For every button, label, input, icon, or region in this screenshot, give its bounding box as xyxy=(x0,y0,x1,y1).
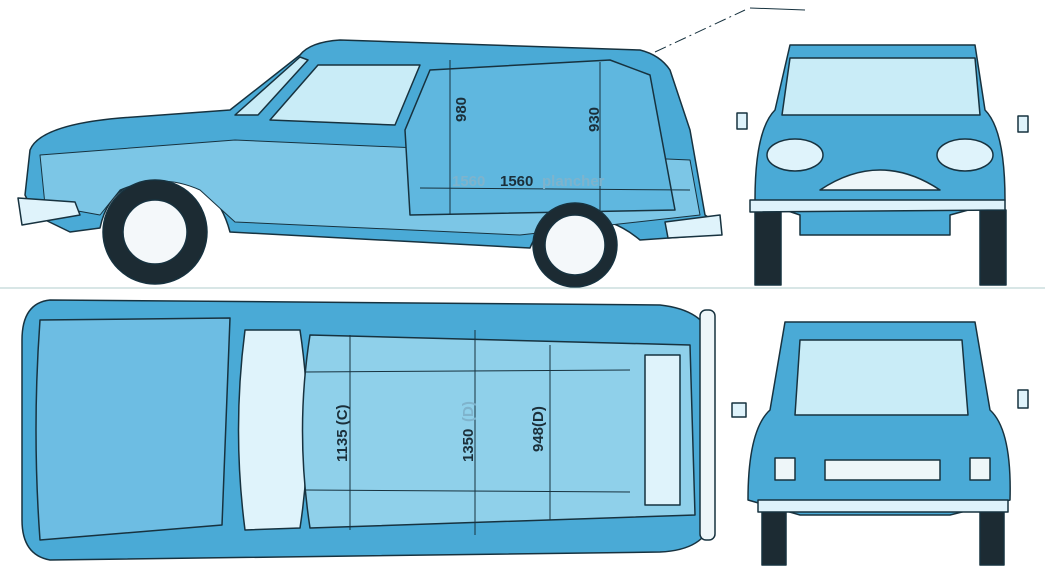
side-window-quarter xyxy=(234,56,309,116)
front-wheel xyxy=(122,199,188,265)
side-cargo-panel xyxy=(404,59,676,216)
tail-light-right xyxy=(969,457,991,481)
dim-height-rear: 930 xyxy=(586,107,603,132)
mirror-left xyxy=(736,112,748,130)
side-window-front xyxy=(269,64,421,126)
dim-width-c: 1135 (C) xyxy=(334,404,351,462)
top-rear-window xyxy=(644,354,681,506)
front-view xyxy=(736,44,1029,286)
dim-width-d: 1350 xyxy=(460,429,477,462)
dim-floor-label: plancher xyxy=(542,173,605,190)
rear-mirror-left xyxy=(731,402,747,418)
headlight-left xyxy=(766,138,824,172)
front-bumper xyxy=(749,199,1006,213)
dim-height-front: 980 xyxy=(453,97,470,122)
dim-width-d-suffix: (D) xyxy=(460,401,477,422)
tail-light-left xyxy=(774,457,796,481)
dim-length-faint: 1560 xyxy=(452,173,485,190)
top-windshield xyxy=(237,329,309,531)
rear-window xyxy=(794,339,969,416)
side-bumper-front xyxy=(17,197,81,226)
rear-wheel xyxy=(544,214,606,276)
headlight-right xyxy=(936,138,994,172)
rear-bumper xyxy=(757,499,1009,513)
top-roof xyxy=(301,334,696,529)
top-rear-bumper xyxy=(699,309,716,541)
grille xyxy=(819,169,941,191)
side-bumper-rear xyxy=(664,214,723,239)
front-tire-left xyxy=(754,209,782,286)
mirror-right xyxy=(1017,115,1029,133)
dim-length: 1560 xyxy=(500,173,533,190)
top-view xyxy=(21,299,716,561)
license-plate xyxy=(824,459,941,481)
front-tire-right xyxy=(979,209,1007,286)
dim-width-inner: 948(D) xyxy=(530,406,547,452)
side-view xyxy=(17,7,806,288)
rear-mirror-right xyxy=(1017,389,1029,409)
rear-view xyxy=(731,321,1029,566)
rear-tire-right xyxy=(979,504,1005,566)
top-hood xyxy=(35,317,231,541)
rear-tire-left xyxy=(761,504,787,566)
windshield xyxy=(781,57,981,116)
